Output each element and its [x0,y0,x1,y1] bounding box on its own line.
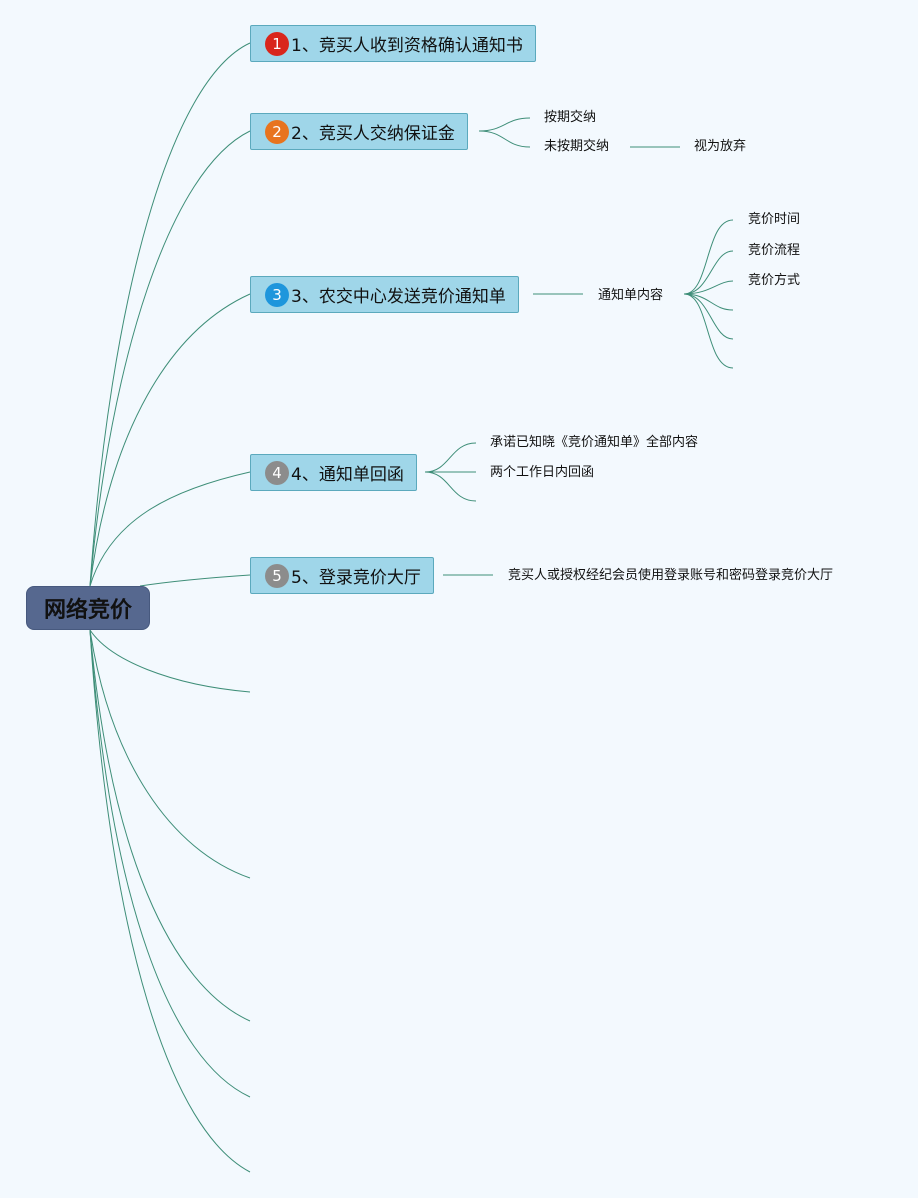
topic-node-1[interactable]: 1 1、竞买人收到资格确认通知书 [250,25,536,62]
connector-root-empty-2 [89,629,251,879]
topic-node-4[interactable]: 4 4、通知单回函 [250,454,417,491]
connector-t4-a [424,442,477,473]
connector-t3-a-c3 [683,280,734,295]
subtopic-paid-on-time[interactable]: 按期交纳 [544,110,597,125]
connector-root-empty-4 [89,629,251,1098]
connector-t3-a-c5 [683,293,734,340]
connector-root-topic-1 [89,42,251,587]
subtopic-not-paid-on-time[interactable]: 未按期交纳 [544,139,610,154]
connector-root-topic-2 [89,130,251,587]
subtopic-acknowledge-notice[interactable]: 承诺已知晓《竞价通知单》全部内容 [490,435,699,450]
priority-5-badge-icon: 5 [265,563,289,588]
subtopic-bidding-process[interactable]: 竞价流程 [748,243,801,258]
connector-t2-a [478,117,531,132]
connector-root-empty-1 [89,629,251,693]
subtopic-bidding-time[interactable]: 竞价时间 [748,212,801,227]
root-node[interactable]: 网络竞价 [26,586,150,630]
connector-t2-b [478,130,531,148]
priority-2-badge-icon: 2 [265,119,289,144]
topic-label: 1、竞买人收到资格确认通知书 [291,36,523,56]
subtopic-deemed-abandoned[interactable]: 视为放弃 [694,139,747,154]
subtopic-notice-content[interactable]: 通知单内容 [598,288,664,303]
connector-t3-a-c1 [683,219,734,295]
topic-label: 3、农交中心发送竞价通知单 [291,287,506,307]
topic-node-3[interactable]: 3 3、农交中心发送竞价通知单 [250,276,519,313]
connector-t4-c [424,471,477,502]
connector-t3-a-c6 [683,293,734,369]
connector-root-topic-5 [139,574,251,587]
subtopic-login-description[interactable]: 竞买人或授权经纪会员使用登录账号和密码登录竞价大厅 [508,568,834,583]
subtopic-reply-within-two-days[interactable]: 两个工作日内回函 [490,465,595,480]
connector-root-empty-5 [89,629,251,1173]
connector-t3-a-c2 [683,250,734,295]
connector-root-topic-4 [89,471,251,587]
root-label: 网络竞价 [43,598,132,623]
connector-root-topic-3 [89,293,251,587]
topic-node-5[interactable]: 5 5、登录竞价大厅 [250,557,434,594]
priority-4-badge-icon: 4 [265,460,289,485]
topic-label: 4、通知单回函 [291,465,404,485]
priority-1-badge-icon: 1 [265,31,289,56]
topic-node-2[interactable]: 2 2、竞买人交纳保证金 [250,113,468,150]
subtopic-bidding-method[interactable]: 竞价方式 [748,273,801,288]
topic-label: 5、登录竞价大厅 [291,568,421,588]
connector-root-empty-3 [89,629,251,1022]
topic-label: 2、竞买人交纳保证金 [291,124,455,144]
priority-3-badge-icon: 3 [265,282,289,307]
